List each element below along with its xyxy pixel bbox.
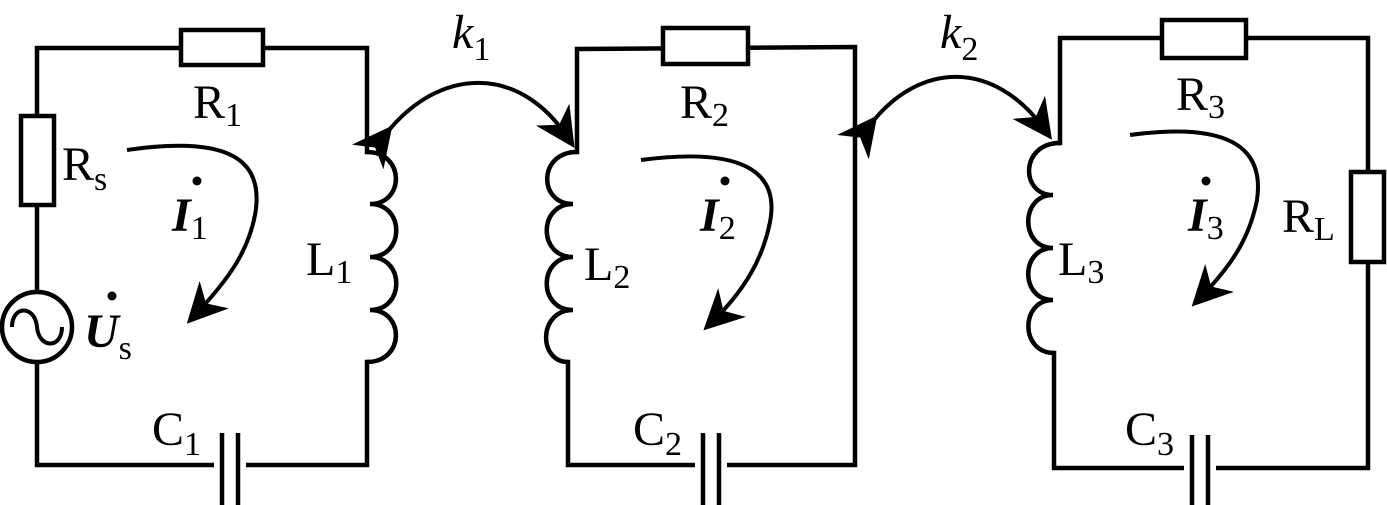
- label-i3: I3: [1187, 176, 1224, 247]
- capacitor-c3: [1184, 435, 1216, 505]
- label-i1: I1: [171, 176, 208, 247]
- svg-text:Us: Us: [84, 305, 132, 367]
- svg-text:I2: I2: [699, 189, 736, 247]
- inductor-l2: [543, 149, 578, 365]
- loop-2: [543, 25, 858, 505]
- label-r1: R1: [193, 76, 242, 134]
- resistor-r2: [660, 25, 751, 67]
- capacitor-c1: [214, 433, 246, 505]
- capacitor-c2: [695, 433, 727, 505]
- current-arrow-i1: [126, 143, 259, 324]
- label-rs: Rs: [62, 138, 107, 198]
- label-c3: C3: [1125, 403, 1174, 463]
- label-l2: L2: [584, 238, 630, 296]
- label-r2: R2: [680, 76, 729, 134]
- svg-text:I3: I3: [1187, 189, 1224, 247]
- resistor-rs: [18, 113, 57, 208]
- inductor-l3: [1026, 140, 1061, 356]
- inductor-l1: [366, 149, 399, 365]
- resistor-r3: [1159, 17, 1249, 61]
- loop-1: [0, 27, 399, 505]
- label-k1: k1: [452, 6, 490, 68]
- resistor-rl: [1348, 169, 1387, 265]
- label-l3: L3: [1058, 233, 1104, 291]
- label-rl: RL: [1282, 190, 1335, 248]
- label-c1: C1: [152, 403, 201, 463]
- coupling-arrow-k2: [837, 74, 1052, 160]
- current-arrow-i3: [1129, 129, 1260, 307]
- label-us: Us: [84, 291, 132, 367]
- loop-3: [1026, 17, 1387, 505]
- label-r3: R3: [1176, 68, 1225, 126]
- coupling-arrow-k1: [351, 80, 575, 170]
- svg-text:I1: I1: [171, 189, 208, 247]
- label-l1: L1: [306, 233, 352, 291]
- label-i2: I2: [699, 176, 736, 247]
- resistor-r1: [178, 27, 266, 68]
- label-k2: k2: [940, 6, 978, 68]
- current-arrow-i2: [640, 154, 774, 331]
- label-c2: C2: [633, 403, 682, 463]
- ac-source-icon: [0, 289, 75, 365]
- loop2-wire: [565, 44, 858, 468]
